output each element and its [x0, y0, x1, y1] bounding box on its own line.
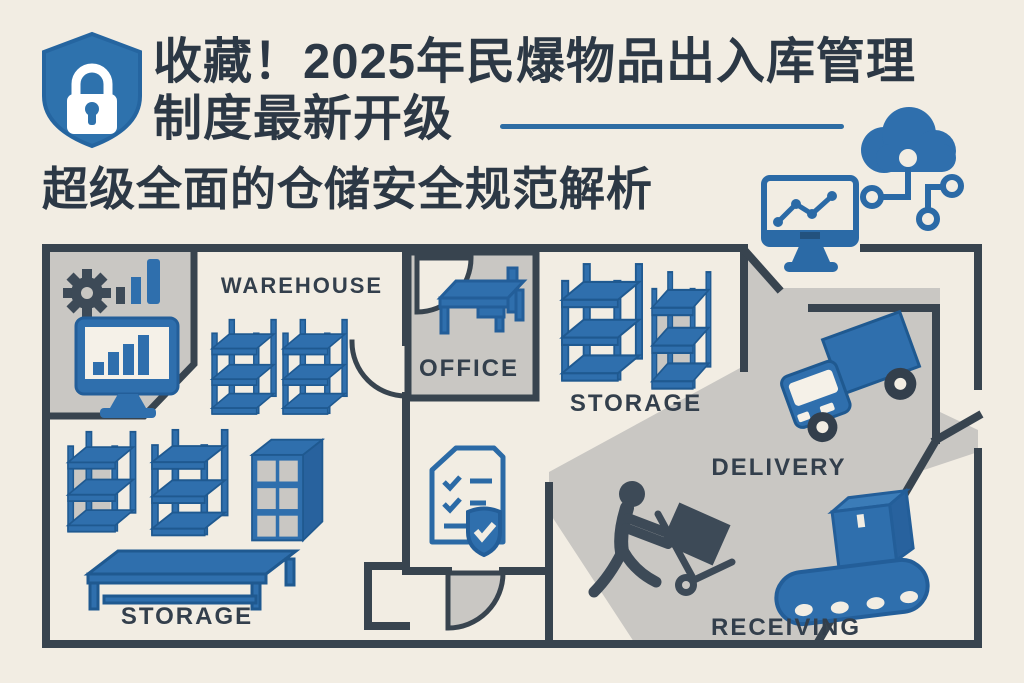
wall-outer-topright: [860, 244, 982, 390]
shelf-rack-icon: [652, 272, 711, 389]
wall-closet: [364, 562, 410, 630]
title-line-2: 制度最新开级: [153, 92, 454, 146]
shelf-rack-icon: [211, 318, 277, 415]
door-swing-bottom: [445, 570, 506, 631]
storage-right-label: STORAGE: [569, 390, 703, 417]
desk-icon: [436, 266, 528, 335]
delivery-label: DELIVERY: [711, 454, 847, 481]
conveyor-box-icon: [774, 487, 930, 627]
storage-cabinet-icon: [251, 438, 324, 542]
checklist-shield-icon: [429, 445, 506, 558]
worker-hand-truck-icon: [588, 481, 736, 598]
cloud-network-icon: [860, 107, 964, 231]
shelf-rack-icon: [560, 263, 644, 382]
truck-icon: [780, 309, 922, 443]
wall-office-outline: [404, 248, 540, 402]
gear-icon: [63, 269, 111, 317]
bar-chart-icon: [116, 259, 160, 304]
receiving-label: RECEIVING: [710, 614, 862, 641]
monitor-line-chart-icon: [761, 175, 859, 272]
flat-table-icon: [83, 549, 301, 611]
shelf-rack-icon: [282, 318, 348, 415]
door-arc-warehouse: [349, 339, 409, 399]
wall-outer-left-top: [42, 244, 744, 648]
shelf-rack-icon: [151, 428, 229, 537]
walls: [42, 244, 984, 648]
monitor-bar-chart-icon: [74, 316, 180, 418]
shield-lock-icon: [42, 31, 142, 149]
wall-wedge: [740, 246, 784, 294]
title-line-1: 收藏！2025年民爆物品出入库管理: [153, 35, 917, 89]
office-label: OFFICE: [419, 355, 519, 382]
wall-dock-opening: [930, 410, 984, 446]
wall-dock-inner: [808, 304, 940, 444]
title-line-3: 超级全面的仓储安全规范解析: [42, 163, 653, 215]
storage-left-label: STORAGE: [120, 603, 254, 630]
title-divider-line: [500, 124, 844, 129]
shelf-rack-icon: [68, 432, 136, 532]
warehouse-label: WAREHOUSE: [220, 273, 384, 298]
